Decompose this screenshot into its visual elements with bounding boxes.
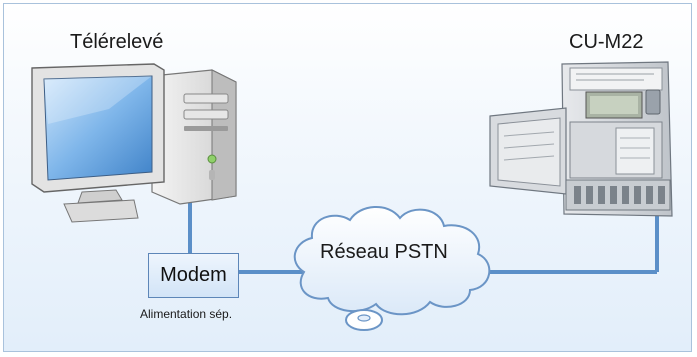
computer-icon [31, 63, 237, 223]
modem-caption: Alimentation sép. [140, 307, 233, 321]
meter-icon [489, 61, 673, 217]
modem-label: Modem [160, 264, 227, 286]
modem-box: Modem [148, 253, 239, 298]
diagram-graphics [31, 61, 673, 331]
network-label: Réseau PSTN [320, 241, 448, 263]
cloud-shape [293, 205, 491, 331]
computer-title: Télérelevé [70, 31, 164, 53]
diagram-canvas: Télérelevé CU-M22 Modem Alimentation sép… [3, 3, 692, 352]
meter-title: CU-M22 [569, 31, 644, 53]
